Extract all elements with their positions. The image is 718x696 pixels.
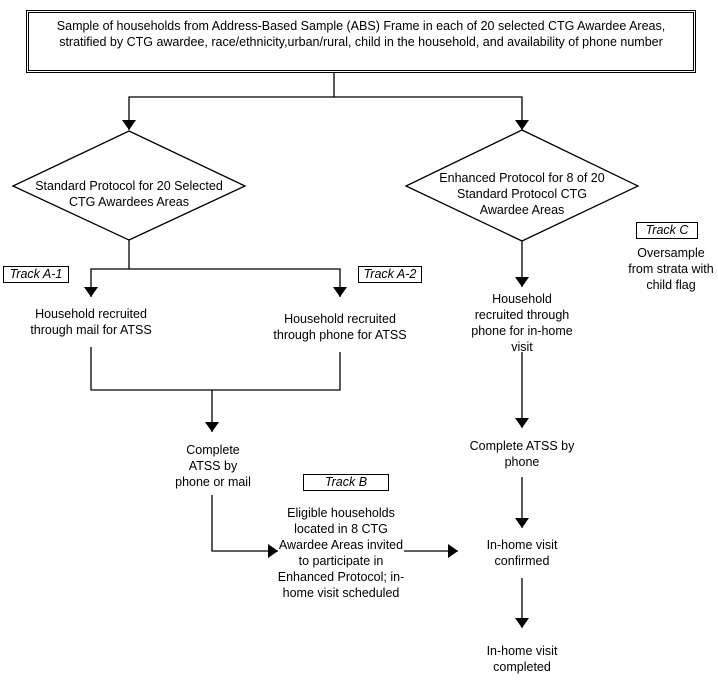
oversample-node: Oversample from strata with child flag xyxy=(628,246,714,292)
sample-frame-text: Sample of households from Address-Based … xyxy=(56,19,666,49)
enhanced-protocol-label: Enhanced Protocol for 8 of 20 Standard P… xyxy=(439,171,605,217)
connector-top-to-enhanced xyxy=(334,96,529,130)
eligible-households-node: Eligible households located in 8 CTG Awa… xyxy=(277,506,405,600)
connector-complete-to-eligible xyxy=(211,495,278,558)
complete-phone-mail-node: Complete ATSS by phone or mail xyxy=(175,443,251,489)
track-b-tag: Track B xyxy=(303,474,389,491)
standard-protocol-label: Standard Protocol for 20 Selected CTG Aw… xyxy=(35,179,223,209)
visit-confirmed-node: In-home visit confirmed xyxy=(486,538,558,568)
connector-to-mail xyxy=(84,268,129,297)
track-c-tag: Track C xyxy=(636,222,698,239)
sample-frame-box: Sample of households from Address-Based … xyxy=(26,10,696,73)
track-a1-tag: Track A-1 xyxy=(3,266,69,283)
inhome-recruit-node: Household recruited through phone for in… xyxy=(471,292,573,354)
complete-phone-node: Complete ATSS by phone xyxy=(469,439,575,469)
connector-to-phone xyxy=(129,268,347,297)
visit-completed-node: In-home visit completed xyxy=(486,644,558,674)
connector-mail-merge xyxy=(90,347,341,391)
phone-recruit-node: Household recruited through phone for AT… xyxy=(273,312,407,342)
mail-recruit-node: Household recruited through mail for ATS… xyxy=(30,307,152,337)
connector-top-to-standard xyxy=(122,96,334,130)
track-a2-tag: Track A-2 xyxy=(358,266,422,283)
